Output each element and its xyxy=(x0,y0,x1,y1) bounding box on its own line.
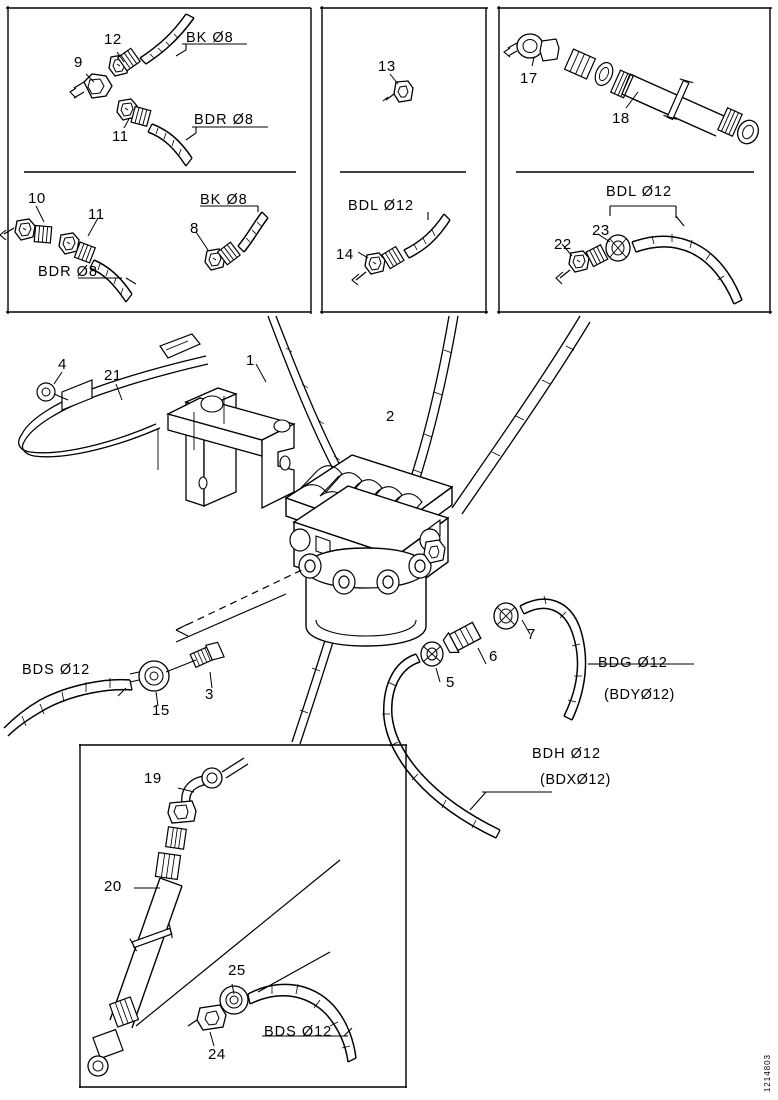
part-number-4: 4 xyxy=(58,356,67,373)
part-number-10: 10 xyxy=(28,190,46,207)
panel-border-bottom xyxy=(79,744,407,1088)
code-bds12-main: BDS Ø12 xyxy=(22,662,91,678)
part-number-9: 9 xyxy=(74,54,83,71)
detail-group-bdl12-14 xyxy=(351,212,451,286)
part-number-2: 2 xyxy=(386,408,395,425)
part-number-17: 17 xyxy=(520,70,538,87)
panel-border-top-middle xyxy=(320,6,488,314)
part-number-5: 5 xyxy=(446,674,455,691)
detail-group-bdr8-bk8-lower xyxy=(0,205,269,303)
part-number-1: 1 xyxy=(246,352,255,369)
bottom-panel-reference-line xyxy=(135,859,341,1027)
part-number-7: 7 xyxy=(527,626,536,643)
code-bdh12: BDH Ø12 xyxy=(532,746,602,762)
part-number-18: 18 xyxy=(612,110,630,127)
code-bk8-lower: BK Ø8 xyxy=(200,192,248,208)
panel-border-top-left xyxy=(6,6,312,314)
detail-group-bk8-bdr8-upper xyxy=(69,13,268,167)
part-number-8: 8 xyxy=(190,220,199,237)
part-number-3: 3 xyxy=(205,686,214,703)
code-bds12-panel: BDS Ø12 xyxy=(264,1024,333,1040)
part-number-19: 19 xyxy=(144,770,162,787)
code-bk8-upper: BK Ø8 xyxy=(186,30,234,46)
rod-21-and-clamp-4 xyxy=(18,333,267,458)
detail-group-plug-13 xyxy=(382,73,414,103)
code-bdg12: BDG Ø12 xyxy=(598,655,668,671)
part-number-14: 14 xyxy=(336,246,354,263)
code-bdl12-right: BDL Ø12 xyxy=(606,184,673,200)
detail-group-bds12-24-25 xyxy=(187,951,357,1063)
part-number-11-lower: 11 xyxy=(88,206,105,223)
right-port-fittings xyxy=(382,595,694,839)
part-number-12: 12 xyxy=(104,31,122,48)
main-hose-routing xyxy=(267,315,591,745)
valve-block-assembly xyxy=(284,454,454,647)
part-number-13: 13 xyxy=(378,58,396,75)
part-number-11-upper: 11 xyxy=(112,128,129,145)
part-number-21: 21 xyxy=(104,367,122,384)
panel-border-top-right xyxy=(497,6,772,314)
part-number-15: 15 xyxy=(152,702,170,719)
drawing-number: 1214803 xyxy=(763,1053,772,1092)
code-bdy12: (BDYØ12) xyxy=(604,687,675,703)
part-number-24: 24 xyxy=(208,1046,226,1063)
detail-group-hose-assembly-20 xyxy=(87,757,249,1077)
assembly-axis-and-bolt-3 xyxy=(3,567,307,737)
part-number-23: 23 xyxy=(592,222,610,239)
detail-group-bdl12-22-23 xyxy=(555,205,743,305)
code-bdx12: (BDXØ12) xyxy=(540,772,611,788)
part-number-22: 22 xyxy=(554,236,572,253)
code-bdr8-upper: BDR Ø8 xyxy=(194,112,254,128)
code-bdl12-middle: BDL Ø12 xyxy=(348,198,415,214)
part-number-6: 6 xyxy=(489,648,498,665)
mounting-bracket-1 xyxy=(157,387,296,510)
detail-group-hose-assembly-18 xyxy=(503,33,760,145)
part-number-25: 25 xyxy=(228,962,246,979)
part-number-20: 20 xyxy=(104,878,122,895)
code-bdr8-lower: BDR Ø8 xyxy=(38,264,98,280)
